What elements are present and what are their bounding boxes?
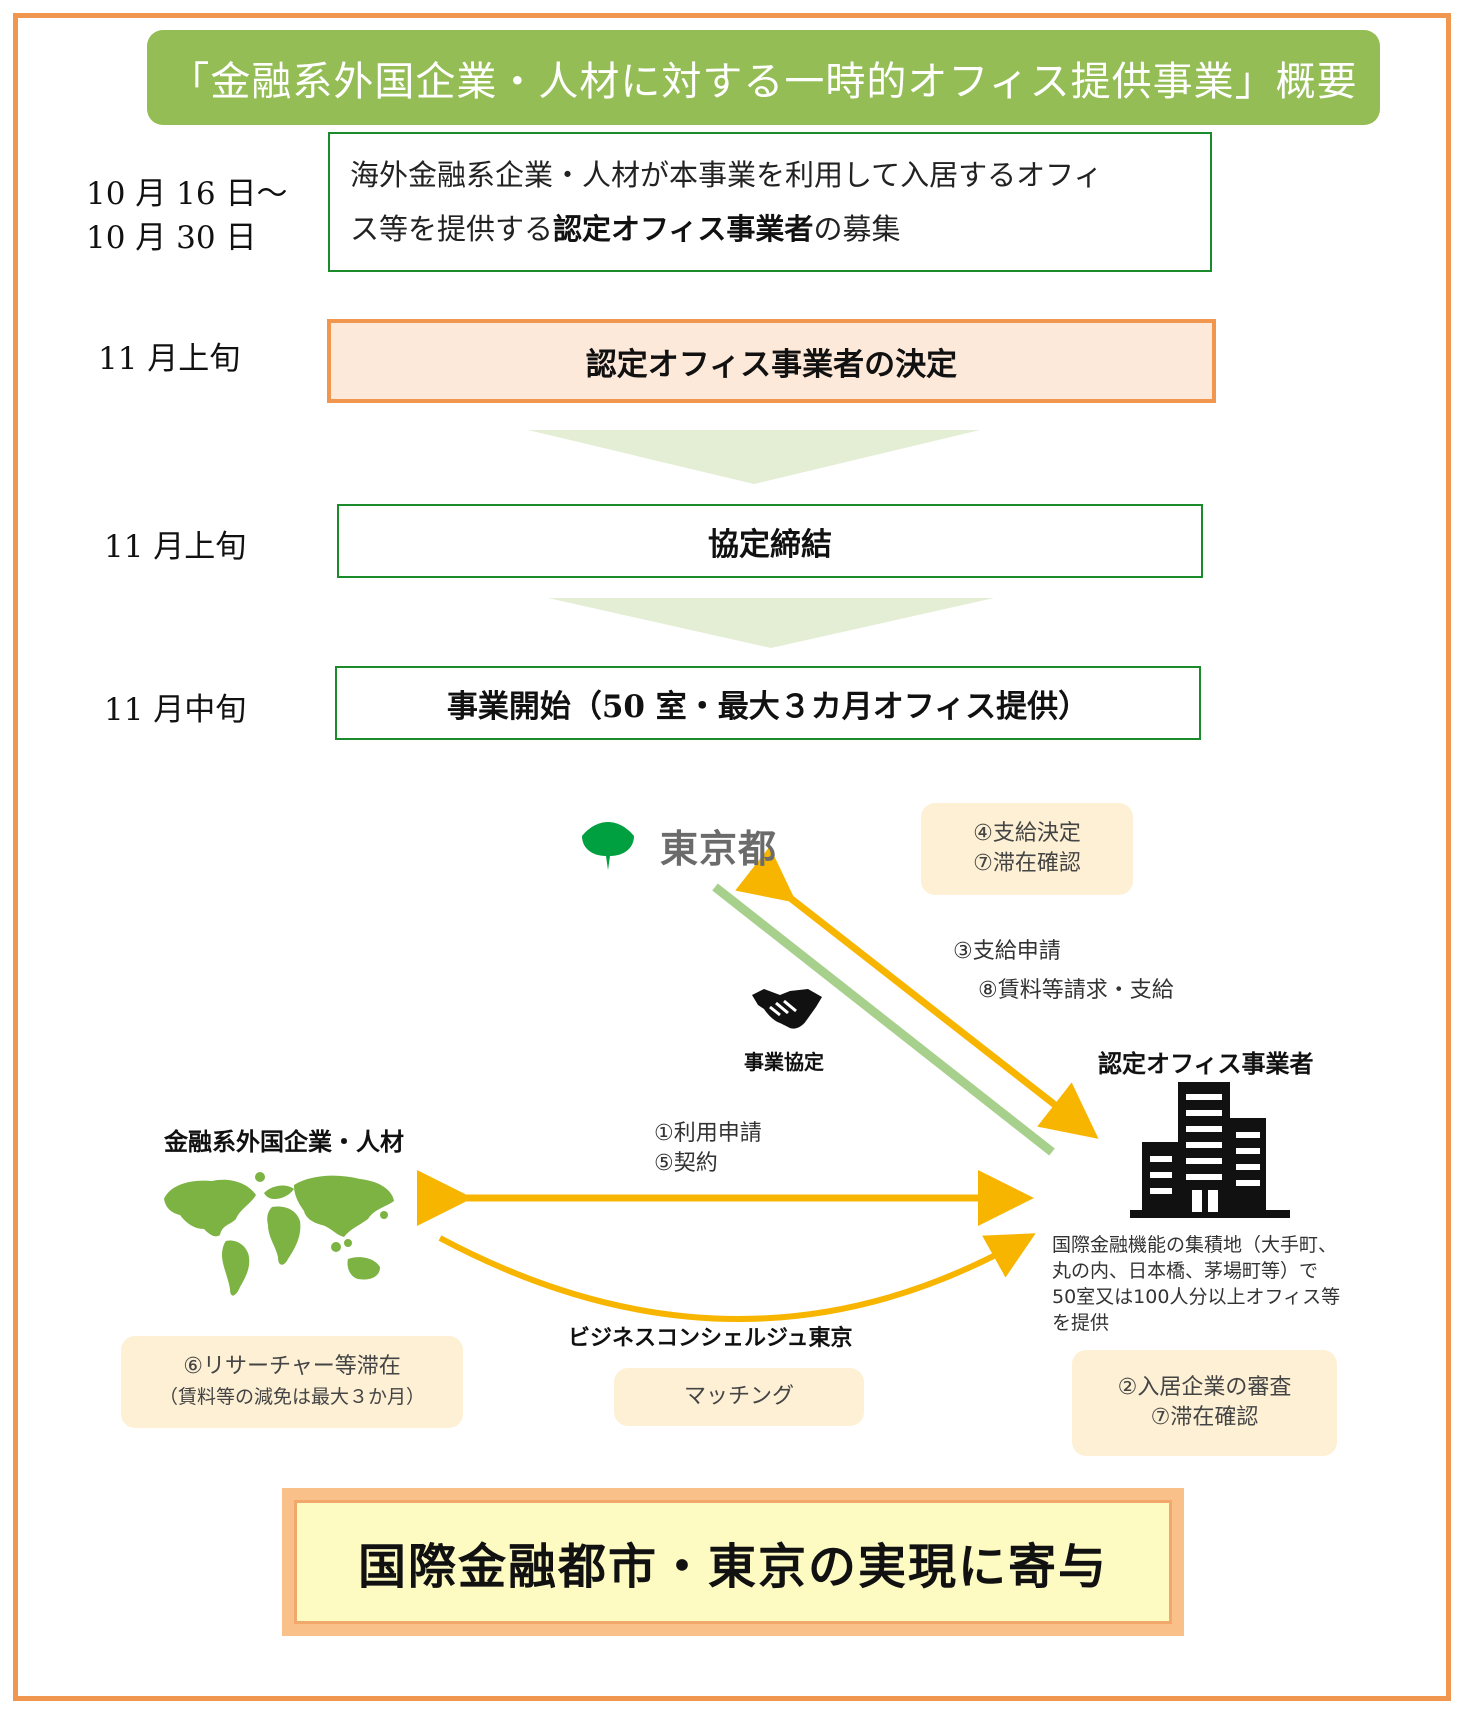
page-title: 「金融系外国企業・人材に対する一時的オフィス提供事業」概要 xyxy=(147,30,1380,125)
contract-label: ⑤契約 xyxy=(654,1151,718,1176)
step-1-text: 海外金融系企業・人材が本事業を利用して入居するオフィ ス等を提供する認定オフィス… xyxy=(330,134,1210,270)
tokyo-ginkgo-icon xyxy=(582,822,634,870)
step-1-text-line2: ス等を提供する認定オフィス事業者の募集 xyxy=(350,202,1190,256)
office-operator-desc: 国際金融機能の集積地（大手町、 丸の内、日本橋、茅場町等）で 50室又は100人… xyxy=(1052,1232,1340,1336)
office-building-icon xyxy=(1130,1082,1290,1218)
step-3-box: 協定締結 xyxy=(337,504,1203,578)
outer-frame xyxy=(13,13,1451,1701)
apply-subsidy-label: ③支給申請 xyxy=(953,939,1061,964)
tokyo-note: ④支給決定 ⑦滞在確認 xyxy=(921,803,1133,895)
matching-box: マッチング xyxy=(614,1368,864,1426)
date-step-2: 11 月上旬 xyxy=(98,341,241,377)
matching-curve-arrow xyxy=(438,1233,1036,1322)
down-arrow-2-shape xyxy=(548,598,994,648)
step-1-text-pre: ス等を提供する xyxy=(350,212,554,246)
usage-application-label: ①利用申請 xyxy=(654,1121,762,1146)
down-arrow-1-shape xyxy=(528,430,980,484)
tokyo-operator-arrow xyxy=(735,846,1099,1139)
down-arrow-1 xyxy=(528,430,980,484)
business-concierge-label: ビジネスコンシェルジュ東京 xyxy=(568,1326,853,1351)
step-4-text: 事業開始（50 室・最大３カ月オフィス提供） xyxy=(446,688,1090,725)
foreign-note-line2: （賃料等の減免は最大３か月） xyxy=(158,1386,425,1408)
office-desc-line2: 丸の内、日本橋、茅場町等）で xyxy=(1052,1260,1319,1282)
step-1-text-post: の募集 xyxy=(813,212,901,246)
office-note: ②入居企業の審査 ⑦滞在確認 xyxy=(1072,1350,1337,1456)
date-step-4: 11 月中旬 xyxy=(104,692,247,728)
office-desc-line4: を提供 xyxy=(1052,1312,1110,1334)
date-step-1-line2: 10 月 30 日 xyxy=(86,220,257,256)
tokyo-label: 東京都 xyxy=(660,827,778,871)
step-1-text-bold: 認定オフィス事業者 xyxy=(553,212,814,246)
tokyo-note-line1: ④支給決定 xyxy=(973,821,1081,846)
office-desc-line3: 50室又は100人分以上オフィス等 xyxy=(1052,1286,1341,1308)
office-note-line2: ⑦滞在確認 xyxy=(1150,1405,1259,1430)
step-1-box: 海外金融系企業・人材が本事業を利用して入居するオフィ ス等を提供する認定オフィス… xyxy=(328,132,1212,272)
foreign-companies-label: 金融系外国企業・人材 xyxy=(164,1128,404,1156)
step-2-box: 認定オフィス事業者の決定 xyxy=(327,319,1216,403)
foreign-note: ⑥リサーチャー等滞在 （賃料等の減免は最大３か月） xyxy=(121,1336,463,1428)
world-map-icon xyxy=(164,1172,394,1296)
footer-text: 国際金融都市・東京の実現に寄与 xyxy=(294,1500,1172,1624)
office-operator-label: 認定オフィス事業者 xyxy=(1098,1050,1314,1078)
foreign-note-line1: ⑥リサーチャー等滞在 xyxy=(183,1354,401,1379)
down-arrow-2 xyxy=(548,598,994,648)
step-2-text: 認定オフィス事業者の決定 xyxy=(585,346,958,383)
office-note-line1: ②入居企業の審査 xyxy=(1117,1375,1292,1400)
date-step-1-line1: 10 月 16 日〜 xyxy=(86,176,288,212)
step-3-text: 協定締結 xyxy=(708,526,832,563)
matching-label: マッチング xyxy=(683,1384,794,1409)
handshake-icon xyxy=(752,989,822,1029)
office-desc-line1: 国際金融機能の集積地（大手町、 xyxy=(1052,1234,1338,1256)
agreement-label: 事業協定 xyxy=(744,1050,824,1074)
date-step-1: 10 月 16 日〜 10 月 30 日 xyxy=(86,172,287,260)
tokyo-note-line2: ⑦滞在確認 xyxy=(973,851,1081,876)
rent-claim-label: ⑧賃料等請求・支給 xyxy=(978,978,1174,1003)
step-1-text-line1: 海外金融系企業・人材が本事業を利用して入居するオフィ xyxy=(350,158,1103,192)
step-4-box: 事業開始（50 室・最大３カ月オフィス提供） xyxy=(335,666,1201,740)
footer-box: 国際金融都市・東京の実現に寄与 xyxy=(282,1488,1184,1636)
date-step-3: 11 月上旬 xyxy=(104,529,247,565)
